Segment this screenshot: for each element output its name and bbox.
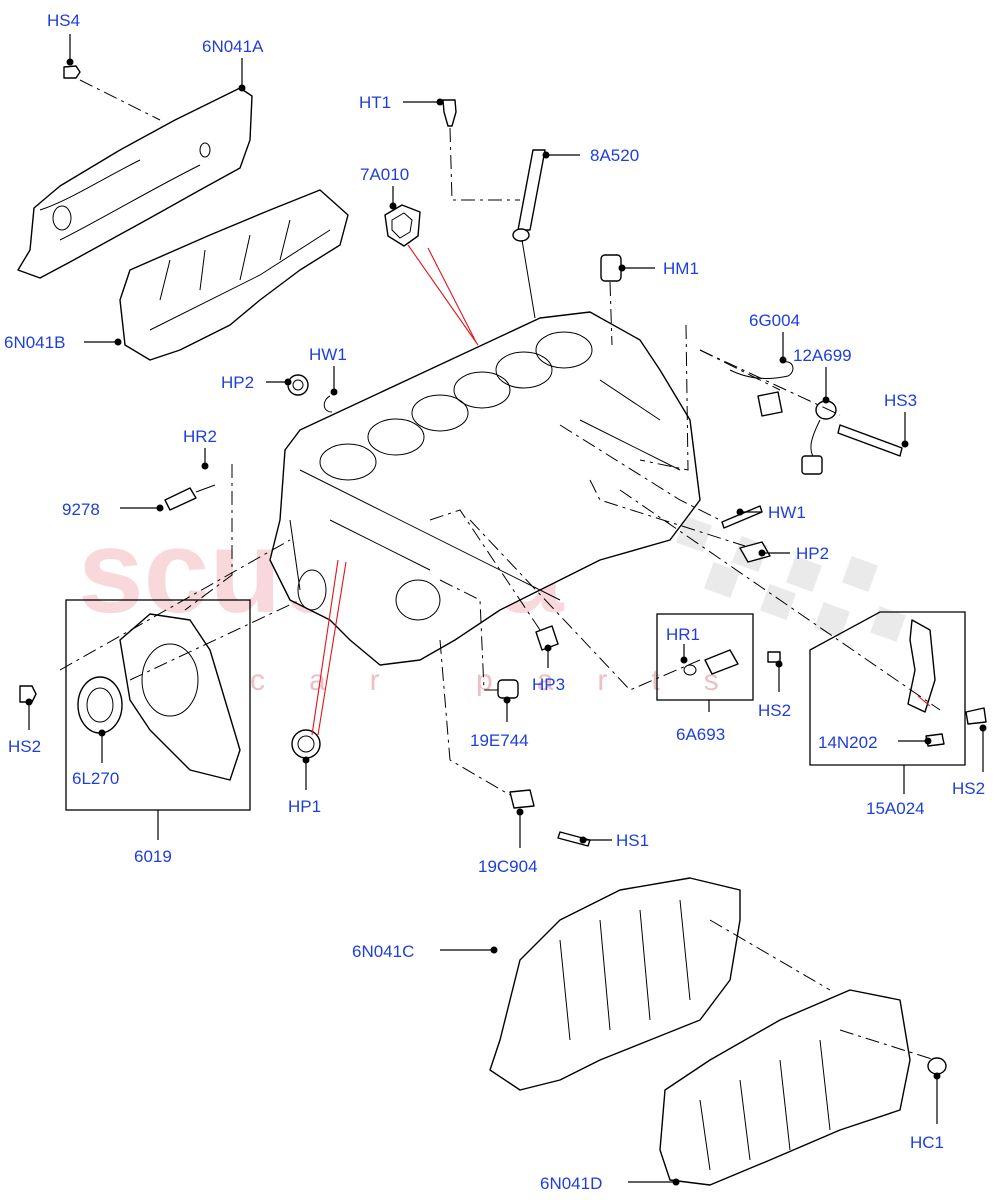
washer-hw1-top[interactable] bbox=[323, 395, 333, 413]
heat-shield-6n041a[interactable] bbox=[17, 87, 253, 279]
engine-block[interactable] bbox=[269, 311, 701, 666]
label-hr1[interactable]: HR1 bbox=[666, 625, 700, 644]
bolt-ht1[interactable] bbox=[442, 99, 457, 127]
gasket-7a010[interactable] bbox=[384, 204, 421, 247]
label-hs2-right[interactable]: HS2 bbox=[952, 779, 985, 798]
label-6n041c[interactable]: 6N041C bbox=[352, 942, 414, 961]
sensor-12a699[interactable] bbox=[801, 400, 903, 475]
label-6019[interactable]: 6019 bbox=[134, 847, 172, 866]
bolt-hs4[interactable] bbox=[63, 65, 81, 79]
label-hp2-top[interactable]: HP2 bbox=[221, 373, 254, 392]
dipstick-tube-8a520[interactable] bbox=[512, 149, 546, 319]
label-6n041d[interactable]: 6N041D bbox=[540, 1174, 602, 1193]
label-hs1[interactable]: HS1 bbox=[616, 831, 649, 850]
label-9278[interactable]: 9278 bbox=[62, 500, 100, 519]
label-8a520[interactable]: 8A520 bbox=[590, 146, 639, 165]
label-12a699[interactable]: 12A699 bbox=[793, 346, 852, 365]
plug-hp1[interactable] bbox=[291, 729, 321, 759]
label-hp1[interactable]: HP1 bbox=[288, 797, 321, 816]
label-hs3[interactable]: HS3 bbox=[884, 391, 917, 410]
label-hc1[interactable]: HC1 bbox=[910, 1133, 944, 1152]
heat-shield-6n041b[interactable] bbox=[119, 189, 349, 361]
sensor-6g004[interactable] bbox=[729, 361, 794, 417]
indicator-lines bbox=[311, 244, 931, 736]
label-14n202[interactable]: 14N202 bbox=[818, 733, 878, 752]
clip-hc1[interactable] bbox=[927, 1057, 947, 1075]
label-6g004[interactable]: 6G004 bbox=[749, 311, 800, 330]
label-6a693[interactable]: 6A693 bbox=[676, 725, 725, 744]
valve-6a693[interactable] bbox=[656, 613, 781, 701]
plug-19e744[interactable] bbox=[497, 679, 519, 699]
plug-hp2-right[interactable] bbox=[739, 541, 771, 563]
label-ht1[interactable]: HT1 bbox=[359, 93, 391, 112]
label-hs2-mid[interactable]: HS2 bbox=[758, 701, 791, 720]
plug-hp3[interactable] bbox=[535, 625, 559, 651]
sensor-19c904[interactable] bbox=[509, 789, 591, 847]
bracket-15a024[interactable] bbox=[809, 611, 987, 766]
label-hs4[interactable]: HS4 bbox=[47, 11, 80, 30]
label-6n041b[interactable]: 6N041B bbox=[4, 333, 65, 352]
label-hp2-right[interactable]: HP2 bbox=[796, 544, 829, 563]
sensor-9278[interactable] bbox=[164, 484, 216, 511]
label-15a024[interactable]: 15A024 bbox=[866, 799, 925, 818]
dowel-hm1[interactable] bbox=[600, 254, 622, 282]
leader-lines bbox=[25, 34, 987, 1186]
watermark-checker bbox=[676, 516, 906, 642]
label-7a010[interactable]: 7A010 bbox=[360, 165, 409, 184]
label-hw1-top[interactable]: HW1 bbox=[309, 345, 347, 364]
heat-shield-6n041d[interactable] bbox=[659, 989, 911, 1186]
label-hw1-right[interactable]: HW1 bbox=[768, 503, 806, 522]
label-hr2[interactable]: HR2 bbox=[183, 427, 217, 446]
heat-shield-6n041c[interactable] bbox=[489, 877, 741, 1091]
label-hm1[interactable]: HM1 bbox=[663, 259, 699, 278]
label-6n041a[interactable]: 6N041A bbox=[202, 37, 264, 56]
plug-hp2-top[interactable] bbox=[287, 374, 309, 396]
seal-6l270[interactable] bbox=[77, 676, 123, 734]
label-19e744[interactable]: 19E744 bbox=[470, 731, 529, 750]
label-19c904[interactable]: 19C904 bbox=[478, 857, 538, 876]
bolt-hs2-left[interactable] bbox=[19, 685, 37, 703]
label-hs2-left[interactable]: HS2 bbox=[8, 737, 41, 756]
assembly-lines bbox=[59, 79, 941, 1061]
label-6l270[interactable]: 6L270 bbox=[72, 769, 119, 788]
label-hp3[interactable]: HP3 bbox=[532, 675, 565, 694]
part-labels: HS4 6N041A HT1 8A520 7A010 HM1 6N041B 6G… bbox=[4, 11, 985, 1193]
